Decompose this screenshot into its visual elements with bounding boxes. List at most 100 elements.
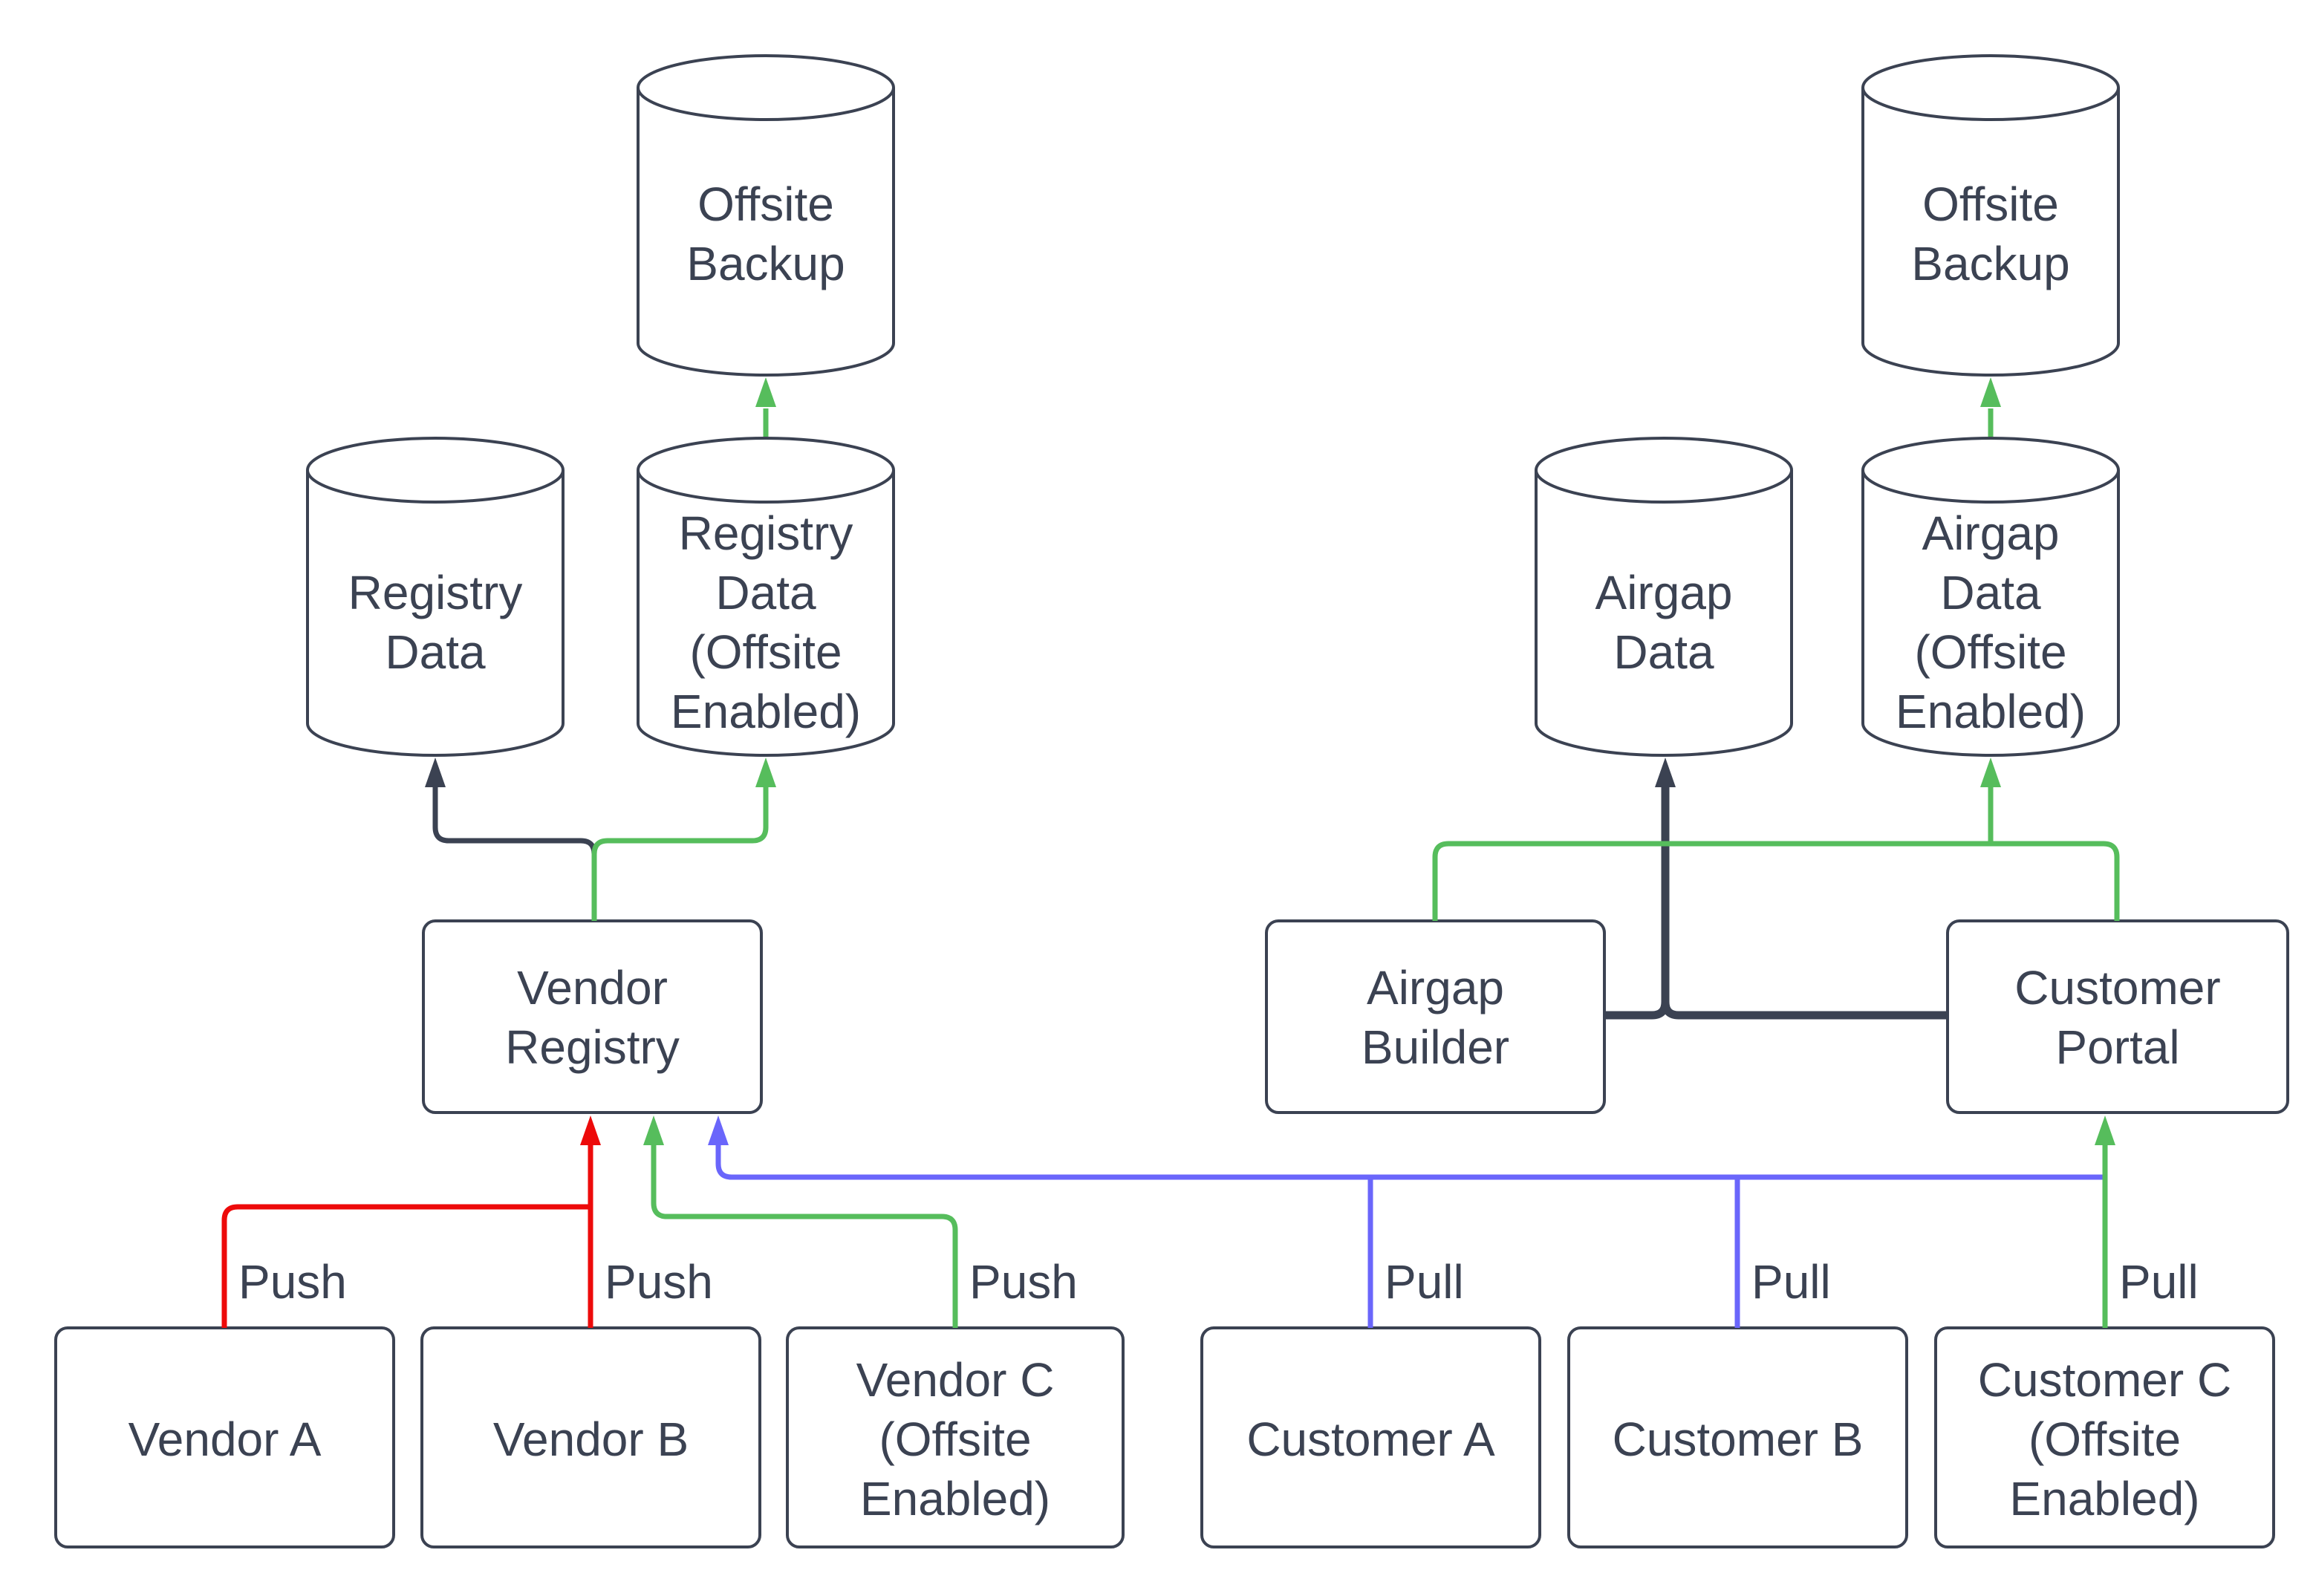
edge-green-branch-to-airgap-data-offsite: [1980, 758, 2001, 844]
offsite-backup-left-body: [637, 88, 895, 377]
vendor-registry-to-registry-data-offsite-line: [591, 787, 769, 921]
vendor-b-label: Vendor B: [493, 1413, 689, 1466]
edge-airgap-data-offsite-to-offsite-backup: [1980, 377, 2001, 437]
airgap-data-offsite-top-rim: [1861, 437, 2120, 504]
offsite-backup-right-body: [1861, 88, 2120, 377]
airgap-builder-customer-portal-green-link-line: [1432, 841, 2120, 921]
airgap-data-body: [1535, 470, 1793, 757]
registry-data-offsite-label: Data: [715, 566, 816, 619]
customers-pull-to-vendor-registry-line: [715, 1145, 2105, 1180]
vendor-c-push-to-vendor-registry-arrowhead-icon: [643, 1115, 664, 1145]
registry-data-offsite-to-offsite-backup-arrowhead-icon: [755, 377, 776, 407]
edge-registry-data-offsite-to-offsite-backup: [755, 377, 776, 437]
airgap-data-label: Data: [1613, 625, 1714, 679]
edge-vendor-c-push-to-vendor-registry: [643, 1115, 958, 1328]
offsite-backup-right-label: Backup: [1911, 237, 2069, 290]
customer-b-label: Customer B: [1613, 1413, 1864, 1466]
offsite-backup-left-top-rim: [637, 54, 895, 121]
offsite-backup-left-label: Offsite: [697, 177, 834, 231]
customer-c-label: Enabled): [2009, 1472, 2199, 1525]
vendor-c-label: (Offsite: [879, 1413, 1031, 1466]
airgap-builder-box: [1265, 919, 1606, 1114]
offsite-backup-right-label: Offsite: [1922, 177, 2059, 231]
registry-data-offsite-top-rim: [637, 437, 895, 504]
airgap-builder-label: Airgap: [1367, 961, 1504, 1014]
vendor-c-label: Vendor C: [856, 1353, 1055, 1407]
edge-vendor-a-push-branch: [221, 1204, 591, 1328]
node-customer-b: Customer B: [1567, 1326, 1908, 1548]
airgap-data-offsite-body: [1861, 470, 2120, 757]
vendor-c-label: Enabled): [860, 1472, 1050, 1525]
registry-data-label: Data: [385, 625, 486, 679]
vendor-registry-to-registry-data-offsite-arrowhead-icon: [755, 758, 776, 787]
airgap-data-offsite-label: (Offsite: [1914, 625, 2066, 679]
customer-c-pull-to-customer-portal-arrowhead-icon: [2095, 1115, 2115, 1145]
registry-data-offsite-label: (Offsite: [689, 625, 842, 679]
vendor-registry-label: Registry: [505, 1020, 680, 1074]
vendor-registry-to-registry-data-line: [432, 787, 597, 921]
edge-label-push-0: Push: [238, 1255, 347, 1309]
edge-customers-pull-to-vendor-registry: [708, 1115, 2105, 1180]
offsite-backup-left-label: Backup: [686, 237, 845, 290]
edge-label-pull-5: Pull: [2119, 1255, 2199, 1309]
airgap-data-top-rim: [1535, 437, 1793, 504]
edge-customer-c-pull-to-customer-portal: [2095, 1115, 2115, 1328]
customers-pull-to-vendor-registry-arrowhead-icon: [708, 1115, 729, 1145]
vendor-b-push-to-vendor-registry-arrowhead-icon: [580, 1115, 601, 1145]
edge-customer-portal-to-airgap-data: [1661, 965, 1948, 1020]
registry-data-offsite-label: Registry: [679, 507, 853, 560]
customer-portal-label: Portal: [2055, 1020, 2179, 1074]
node-vendor-a: Vendor A: [54, 1326, 395, 1548]
registry-data-offsite-body: [637, 470, 895, 757]
customer-c-label: Customer C: [1978, 1353, 2231, 1407]
offsite-backup-right-top-rim: [1861, 54, 2120, 121]
edge-label-push-2: Push: [969, 1255, 1078, 1309]
customer-portal-to-airgap-data-line: [1661, 965, 1948, 1020]
edge-vendor-b-push-to-vendor-registry: [580, 1115, 601, 1328]
airgap-builder-to-airgap-data-arrowhead-icon: [1655, 758, 1676, 787]
registry-data-label: Registry: [348, 566, 523, 619]
customer-a-label: Customer A: [1246, 1413, 1495, 1466]
vendor-c-push-to-vendor-registry-line: [651, 1145, 958, 1328]
registry-data-offsite-label: Enabled): [671, 685, 861, 738]
airgap-data-offsite-to-offsite-backup-arrowhead-icon: [1980, 377, 2001, 407]
edge-vendor-registry-to-registry-data: [425, 758, 597, 921]
customer-portal-label: Customer: [2014, 961, 2220, 1014]
edge-vendor-registry-to-registry-data-offsite: [591, 758, 776, 921]
customer-c-label: (Offsite: [2029, 1413, 2181, 1466]
vendor-registry-box: [422, 919, 763, 1114]
edge-airgap-builder-customer-portal-green-link: [1432, 841, 2120, 921]
airgap-builder-label: Builder: [1362, 1020, 1509, 1074]
node-vendor-b: Vendor B: [420, 1326, 761, 1548]
vendor-a-label: Vendor A: [128, 1413, 322, 1466]
vendor-registry-to-registry-data-arrowhead-icon: [425, 758, 446, 787]
vendor-a-push-branch-line: [221, 1204, 591, 1328]
registry-data-top-rim: [306, 437, 565, 504]
airgap-builder-to-airgap-data-line: [1604, 787, 1670, 1020]
airgap-data-offsite-label: Enabled): [1896, 685, 2086, 738]
registry-data-body: [306, 470, 565, 757]
edge-label-pull-3: Pull: [1385, 1255, 1464, 1309]
airgap-data-label: Airgap: [1595, 566, 1733, 619]
vendor-registry-label: Vendor: [517, 961, 668, 1014]
airgap-data-offsite-label: Data: [1940, 566, 2041, 619]
edge-label-push-1: Push: [605, 1255, 713, 1309]
customer-portal-box: [1946, 919, 2289, 1114]
edge-label-pull-4: Pull: [1751, 1255, 1831, 1309]
node-customer-a: Customer A: [1200, 1326, 1541, 1548]
airgap-data-offsite-label: Airgap: [1922, 507, 2060, 560]
